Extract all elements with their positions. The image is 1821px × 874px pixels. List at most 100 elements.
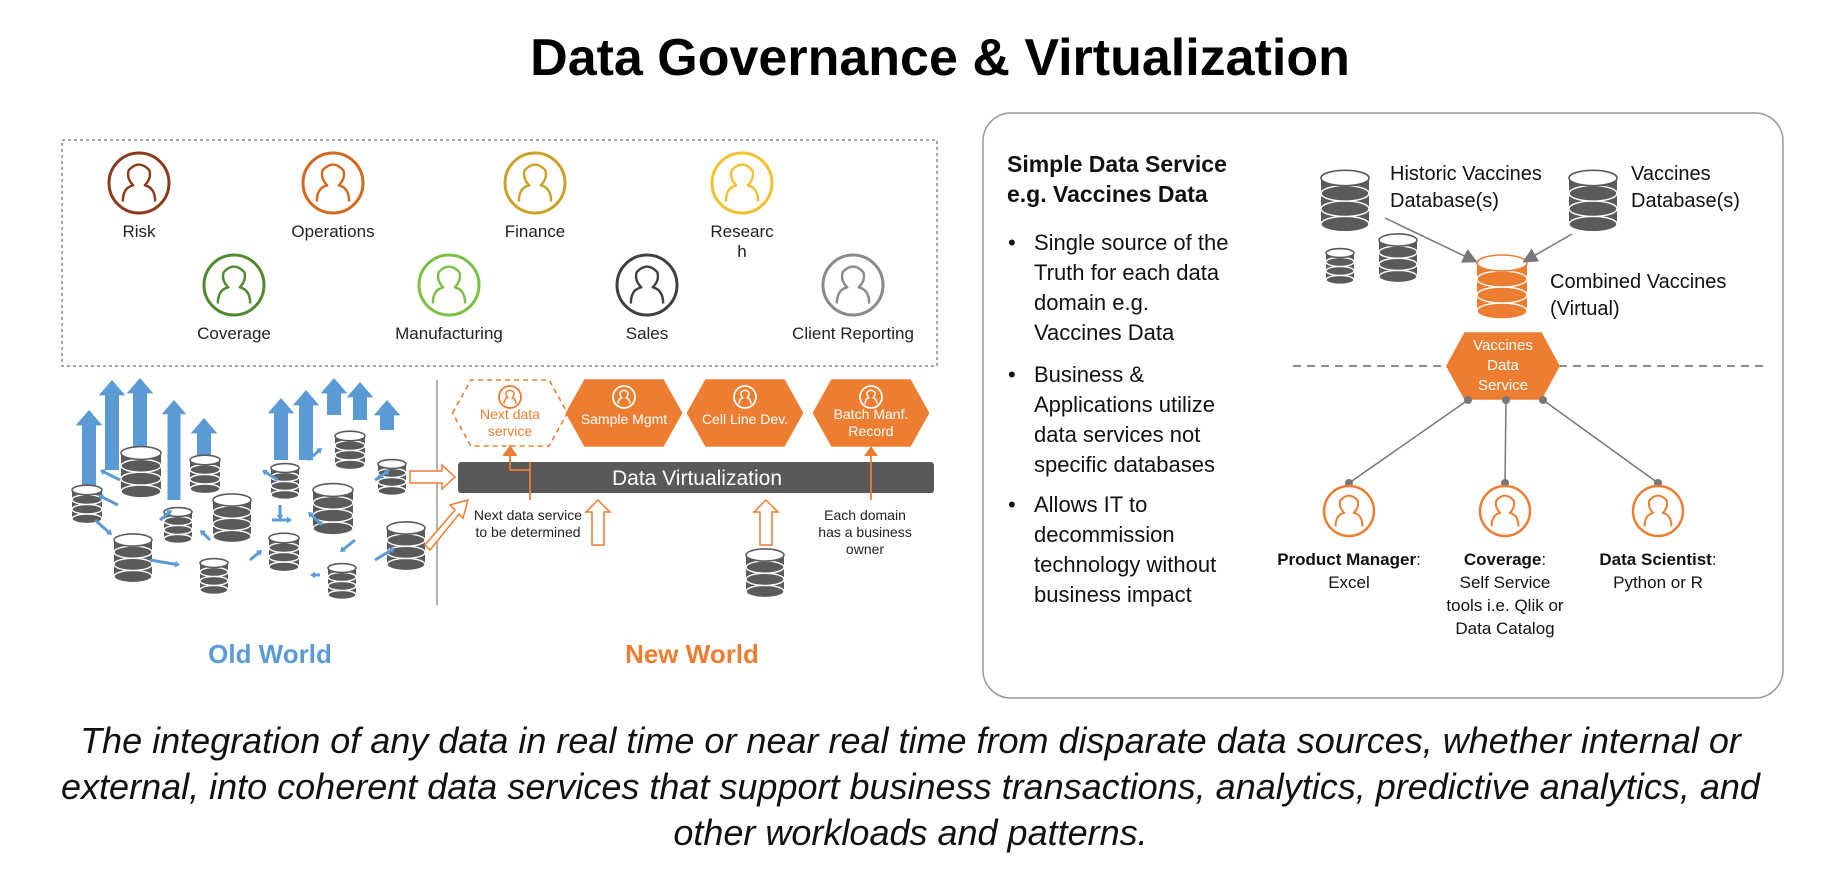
up-arrow-icon <box>320 378 348 415</box>
up-arrow-icon <box>346 382 374 420</box>
role-person-icon <box>107 151 171 215</box>
legacy-database-icon <box>71 484 103 525</box>
role-person-icon <box>503 151 567 215</box>
service-label: Sample Mgmt <box>581 411 667 427</box>
data-service-hexagon <box>812 379 930 447</box>
small-arrow-icon <box>249 550 262 562</box>
legacy-database-icon <box>120 445 162 499</box>
panel-heading-line2: e.g. Vaccines Data <box>1007 181 1208 207</box>
combined-virtual-database-icon <box>1476 254 1528 320</box>
service-label: Cell Line Dev. <box>702 411 788 427</box>
bullet-dot-icon: • <box>1008 230 1016 255</box>
legacy-database-icon <box>113 533 153 584</box>
up-arrow-icon <box>373 400 401 430</box>
historic-database-icon <box>1320 169 1370 233</box>
role-person-icon <box>417 253 481 317</box>
data-virtualization-bar <box>458 462 934 493</box>
new-database-icon <box>745 548 785 599</box>
consumer-role: Data Scientist: <box>1599 550 1716 569</box>
small-arrow-icon <box>276 505 284 520</box>
small-arrow-icon <box>100 469 121 482</box>
data-service-hexagon <box>686 379 804 447</box>
consumer-link <box>1348 399 1469 484</box>
consumer-detail: Python or R <box>1613 573 1703 592</box>
service-person-icon <box>498 385 522 409</box>
vaccines-database-icon <box>1568 169 1618 233</box>
combined-db-label: Combined Vaccines(Virtual) <box>1550 271 1726 320</box>
role-label: Risk <box>122 222 156 241</box>
legacy-database-icon <box>268 532 300 573</box>
consumer-role: Coverage: <box>1464 550 1546 569</box>
hollow-right-arrow-icon <box>409 463 457 491</box>
consumer-link <box>1504 399 1507 484</box>
consumer-person-icon <box>1478 484 1532 538</box>
small-arrow-icon <box>149 558 180 568</box>
link-dot <box>1464 396 1472 404</box>
role-label: Sales <box>626 324 669 343</box>
right-panel <box>982 112 1784 699</box>
consumer-person-icon <box>1631 484 1685 538</box>
up-arrow-icon <box>267 398 295 460</box>
legacy-database-icon <box>334 430 366 471</box>
arrow-head-icon <box>864 446 878 456</box>
role-person-icon <box>615 253 679 317</box>
small-arrow-icon <box>262 469 279 482</box>
service-person-icon <box>859 385 883 409</box>
historic-database-icon <box>1378 233 1418 284</box>
role-person-icon <box>301 151 365 215</box>
link-dot <box>1539 396 1547 404</box>
flow-arrow <box>1522 233 1573 263</box>
small-arrow-icon <box>159 510 172 522</box>
bullet-dot-icon: • <box>1008 362 1016 387</box>
legacy-database-icon <box>327 562 357 601</box>
small-arrow-icon <box>310 571 320 579</box>
up-arrow-icon <box>292 390 320 460</box>
small-arrow-icon <box>308 512 324 527</box>
data-virtualization-label: Data Virtualization <box>612 467 782 490</box>
legacy-database-icon <box>377 458 407 497</box>
small-arrow-icon <box>200 530 212 542</box>
arrow-head-icon <box>502 445 518 457</box>
legacy-database-icon <box>189 454 221 495</box>
bullet-dot-icon: • <box>1008 492 1016 517</box>
consumer-role: Product Manager: <box>1277 550 1421 569</box>
legacy-database-icon <box>212 493 252 544</box>
small-arrow-icon <box>374 469 390 482</box>
flow-arrow <box>1384 217 1478 263</box>
consumer-person-icon <box>1322 484 1376 538</box>
role-person-icon <box>821 253 885 317</box>
small-arrow-icon <box>340 538 356 552</box>
role-label: Operations <box>291 222 374 241</box>
roles-box <box>61 139 938 367</box>
role-label: Manufacturing <box>395 324 503 343</box>
up-arrow-icon <box>75 410 103 495</box>
page-title: Data Governance & Virtualization <box>530 29 1350 87</box>
consumer-link <box>1542 399 1659 484</box>
hollow-diagonal-arrow-icon <box>423 498 470 552</box>
consumer-detail: Excel <box>1328 573 1370 592</box>
link-dot <box>1502 396 1510 404</box>
small-arrow-icon <box>374 547 395 562</box>
role-person-icon <box>710 151 774 215</box>
footer-description: The integration of any data in real time… <box>61 720 1760 853</box>
small-arrow-icon <box>98 494 119 507</box>
legacy-database-icon <box>386 521 426 572</box>
legacy-database-icon <box>163 506 193 545</box>
old-world-diagram <box>71 378 470 601</box>
data-service-hexagon <box>565 379 683 447</box>
up-arrow-icon <box>161 400 187 500</box>
